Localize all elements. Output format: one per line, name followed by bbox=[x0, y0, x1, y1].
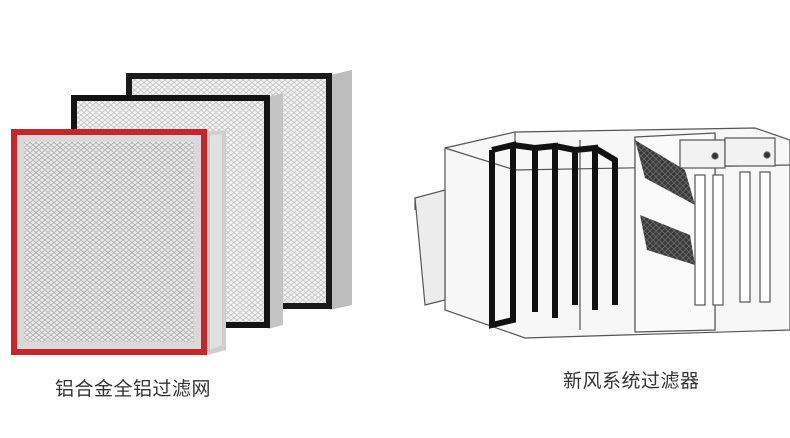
housing-outline bbox=[414, 127, 790, 339]
front-filter bbox=[11, 129, 226, 356]
left-caption: 铝合金全铝过滤网 bbox=[55, 378, 212, 400]
pleated-filter bbox=[489, 141, 618, 329]
right-caption: 新风系统过滤器 bbox=[563, 370, 700, 392]
fresh-air-filter-diagram bbox=[414, 127, 790, 339]
right-product-panel: 新风系统过滤器 bbox=[395, 0, 790, 438]
mesh-filters bbox=[635, 140, 695, 265]
aluminum-filters-image bbox=[11, 70, 352, 356]
left-product-panel: 铝合金全铝过滤网 bbox=[11, 70, 352, 400]
